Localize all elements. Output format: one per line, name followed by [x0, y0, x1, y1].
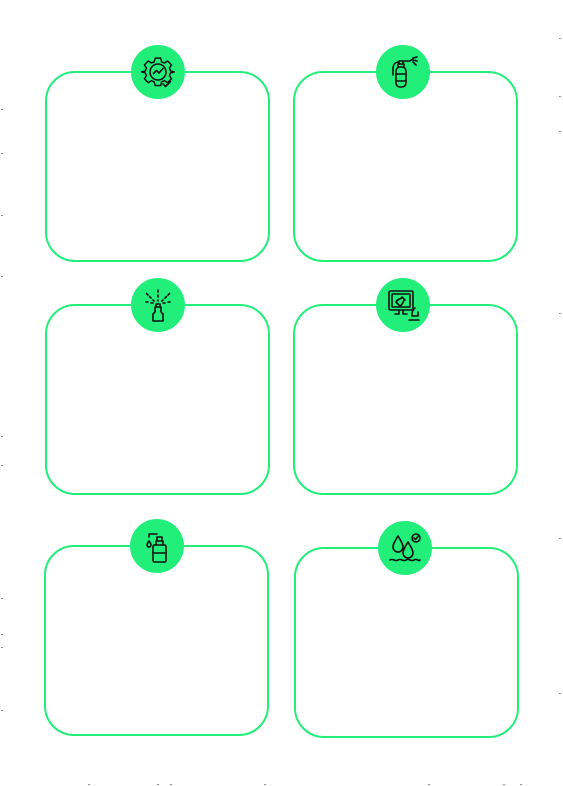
card-4-badge: [376, 278, 430, 332]
edge-mark: [1, 465, 3, 466]
edge-mark: [559, 693, 561, 694]
edge-mark: [1, 710, 3, 711]
edge-mark: [1, 634, 3, 635]
soap-dispenser-icon: [146, 533, 167, 563]
card-3-badge: [131, 278, 185, 332]
edge-mark: [559, 96, 561, 97]
edge-mark: [1, 436, 3, 437]
water-drops-check-icon: [389, 533, 421, 562]
card-1: [45, 71, 270, 262]
edge-mark: [1, 215, 3, 216]
spray-bottle-icon: [145, 289, 171, 322]
edge-mark: [1, 153, 3, 154]
fire-extinguisher-icon: [392, 56, 418, 88]
card-4: [293, 304, 518, 495]
edge-mark: [1, 276, 3, 277]
edge-mark: [520, 784, 522, 785]
edge-mark: [157, 784, 159, 785]
edge-mark: [503, 784, 505, 785]
edge-mark: [1, 109, 3, 110]
card-2-badge: [376, 45, 430, 99]
card-1-badge: [131, 45, 185, 99]
card-6-badge: [378, 521, 432, 575]
edge-mark: [1, 647, 3, 648]
gear-check-icon: [140, 57, 176, 88]
edge-mark: [559, 38, 561, 39]
edge-mark: [559, 538, 561, 539]
edge-mark: [264, 784, 266, 785]
edge-mark: [559, 313, 561, 314]
card-5: [44, 545, 269, 736]
edge-mark: [88, 784, 90, 785]
edge-mark: [170, 784, 172, 785]
edge-mark: [559, 131, 561, 132]
monitor-cleaning-icon: [388, 290, 420, 321]
card-6: [294, 547, 519, 738]
card-2: [293, 71, 518, 262]
edge-mark: [1, 598, 3, 599]
edge-mark: [428, 784, 430, 785]
card-3: [45, 304, 270, 495]
card-5-badge: [130, 519, 184, 573]
